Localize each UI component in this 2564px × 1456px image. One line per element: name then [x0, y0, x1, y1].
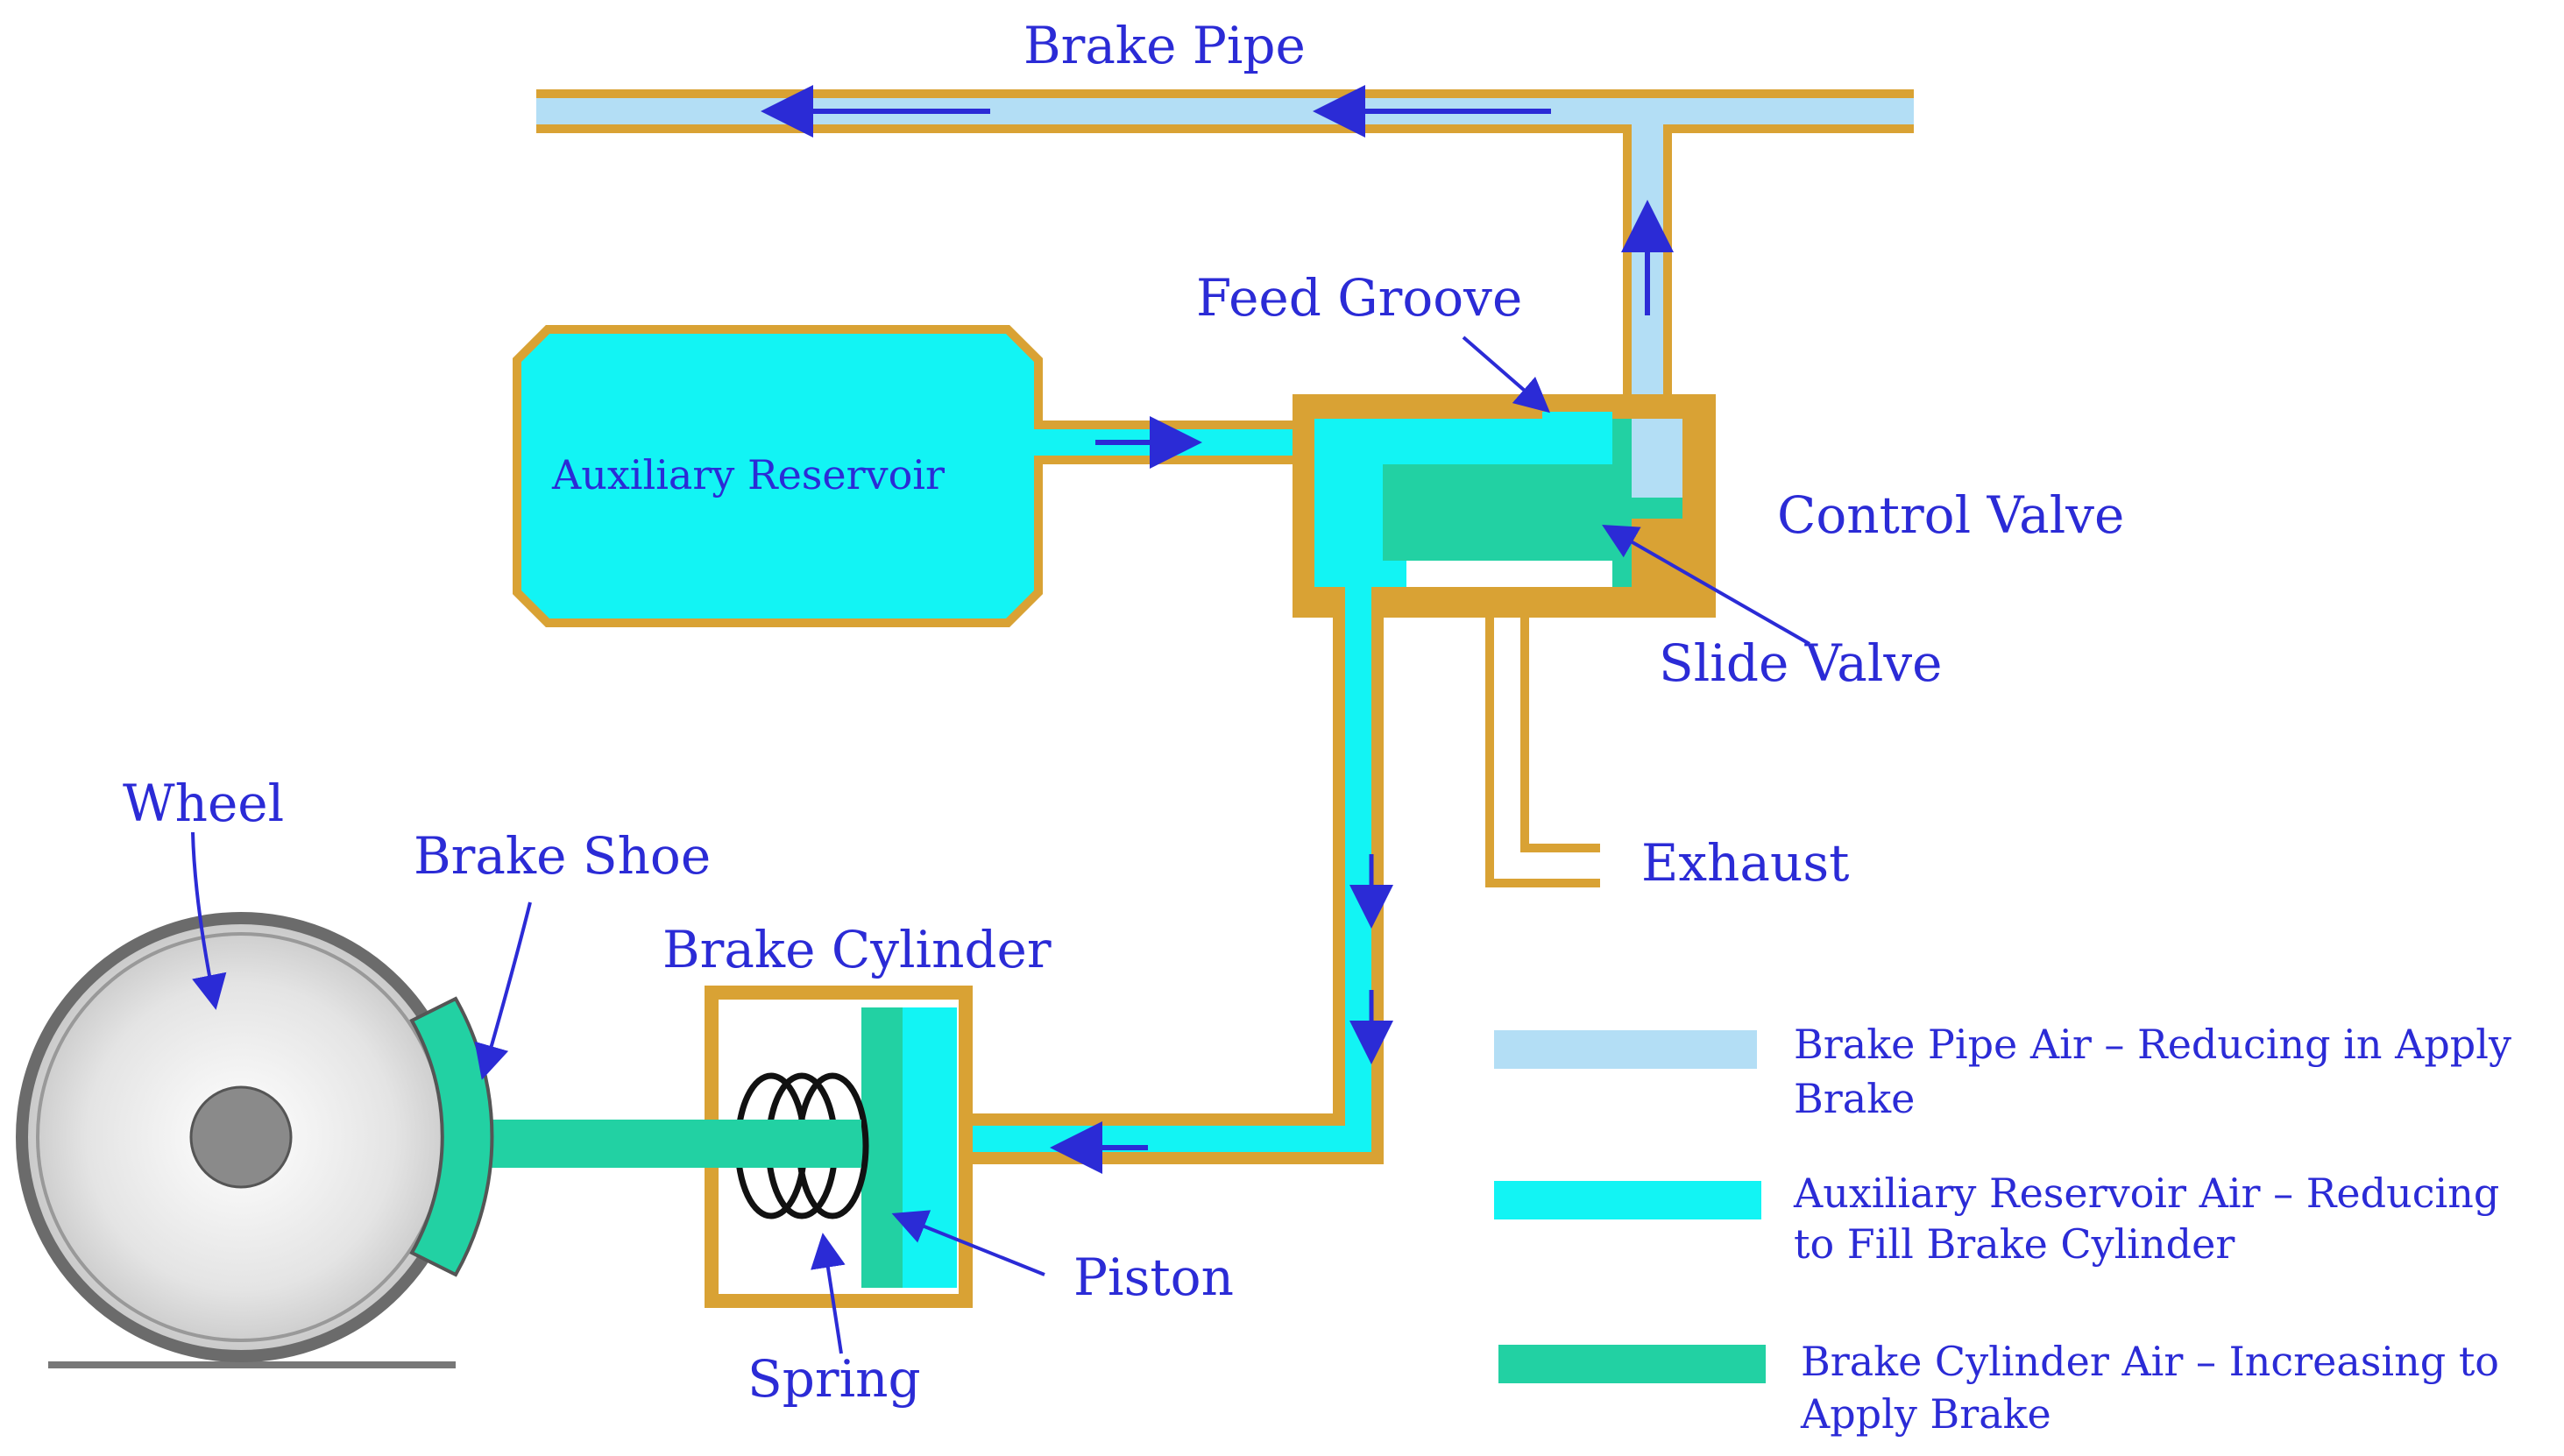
label-wheel: Wheel — [123, 774, 284, 833]
label-control-valve: Control Valve — [1777, 485, 2124, 545]
cylinder-feed-pipe — [960, 569, 1384, 1164]
legend: Brake Pipe Air – Reducing in Apply Brake… — [1494, 1021, 2511, 1438]
wheel-hub — [189, 1085, 293, 1189]
legend-swatch-cylinder-air — [1498, 1345, 1766, 1383]
legend-aux-air-line1: Auxiliary Reservoir Air – Reducing — [1793, 1170, 2499, 1217]
legend-cylinder-air-line2: Apply Brake — [1800, 1390, 2051, 1438]
brake-pipe — [536, 89, 1914, 475]
label-exhaust: Exhaust — [1641, 833, 1849, 893]
piston-pointer — [891, 1210, 1045, 1276]
label-spring: Spring — [747, 1349, 921, 1409]
label-piston: Piston — [1073, 1247, 1234, 1307]
legend-brake-pipe-air-line1: Brake Pipe Air – Reducing in Apply — [1794, 1021, 2511, 1068]
wheel-pointer — [191, 831, 227, 1010]
spring-pointer — [811, 1233, 846, 1354]
label-auxiliary-reservoir: Auxiliary Reservoir — [551, 451, 945, 498]
label-brake-cylinder: Brake Cylinder — [662, 920, 1052, 979]
legend-cylinder-air-line1: Brake Cylinder Air – Increasing to — [1801, 1338, 2499, 1385]
label-brake-pipe: Brake Pipe — [1023, 16, 1306, 75]
exhaust-pipe — [1485, 587, 1600, 887]
legend-swatch-brake-pipe-air — [1494, 1030, 1757, 1069]
label-brake-shoe: Brake Shoe — [414, 826, 711, 886]
feed-groove-pointer — [1462, 336, 1551, 413]
label-feed-groove: Feed Groove — [1196, 268, 1522, 328]
brake-shoe-pointer — [474, 901, 532, 1080]
auxiliary-reservoir — [513, 325, 1043, 627]
legend-brake-pipe-air-line2: Brake — [1794, 1075, 1915, 1122]
legend-aux-air-line2: to Fill Brake Cylinder — [1794, 1220, 2235, 1268]
legend-swatch-aux-air — [1494, 1181, 1761, 1219]
label-slide-valve: Slide Valve — [1659, 633, 1943, 693]
piston-rod — [487, 1120, 861, 1168]
slide-valve-pointer — [1602, 525, 1810, 646]
